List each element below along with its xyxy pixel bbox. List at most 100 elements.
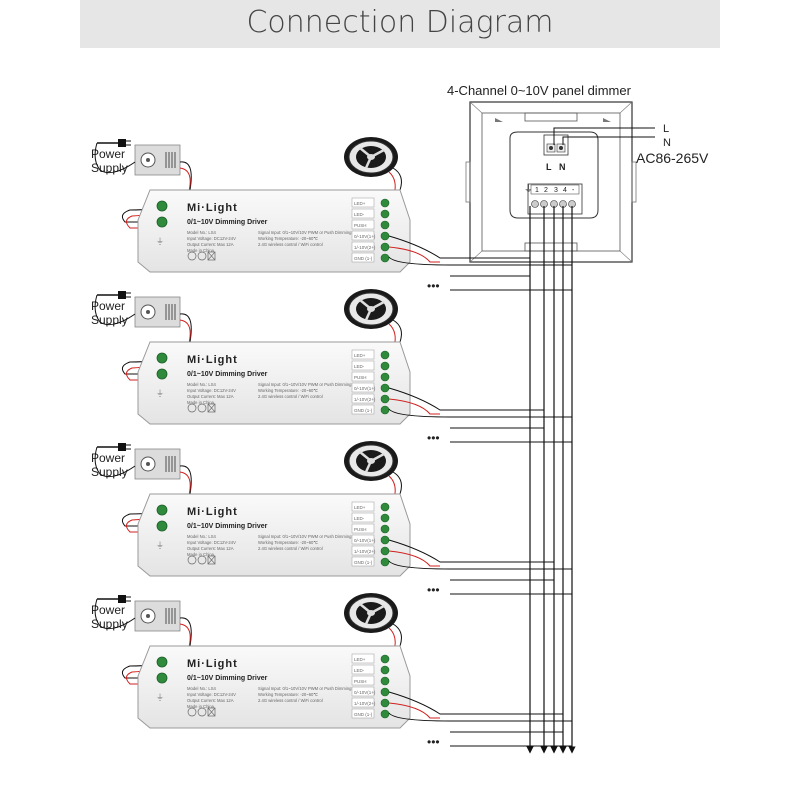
terminal-screw: [380, 231, 390, 241]
driver-spec-right: Working Temperature: -20~60℃: [258, 236, 318, 241]
power-supply-label-line2: Supply: [91, 313, 128, 327]
terminal-screw: [380, 687, 390, 697]
rohs-icon: [197, 555, 207, 565]
driver-model: 0/1~10V Dimming Driver: [187, 675, 268, 682]
driver-spec-right: Signal Input: 0/1~10V/10V PWM or Push Di…: [258, 230, 352, 235]
channel-2-label: 2: [544, 187, 548, 194]
terminal-screw: [380, 209, 390, 219]
terminal-screw: [380, 253, 390, 263]
terminal-screw: [380, 350, 390, 360]
title-bar: Connection Diagram: [80, 0, 720, 48]
voltage-label: AC86-265V: [636, 150, 709, 166]
driver-brand: Mi·Light: [187, 506, 238, 518]
led-strip-reel: [344, 441, 402, 515]
rohs-icon: [197, 403, 207, 413]
terminal-screw: [380, 676, 390, 686]
weee-icon: [207, 555, 216, 565]
driver-terminal-label: PUSH: [354, 527, 367, 532]
power-supply-label-line2: Supply: [91, 617, 128, 631]
ce-mark-icon: [187, 251, 197, 261]
driver-spec-left: Made in China: [187, 248, 215, 253]
ground-icon: ⏚: [524, 184, 533, 194]
power-supply-label-line2: Supply: [91, 465, 128, 479]
terminal-screw: [380, 524, 390, 534]
terminal-n-label: N: [559, 162, 566, 172]
terminal-screw: [380, 383, 390, 393]
driver-brand: Mi·Light: [187, 202, 238, 214]
power-polarity-icon: ⏚: [156, 389, 164, 398]
driver-brand: Mi·Light: [187, 658, 238, 670]
driver-terminal-label: GND (1-): [354, 256, 373, 261]
ce-mark-icon: [187, 707, 197, 717]
driver-brand: Mi·Light: [187, 354, 238, 366]
channel-4-label: 4: [563, 187, 567, 194]
control-wires: [388, 691, 572, 747]
terminal-screw: [380, 557, 390, 567]
panel-screws: [531, 200, 576, 208]
power-supply-label-line1: Power: [91, 299, 125, 313]
driver-terminal-label: GND (1-): [354, 712, 373, 717]
driver-spec-right: 2.4G wireless control / WiFi control: [258, 394, 323, 399]
driver-terminal-label: PUSH: [354, 223, 367, 228]
continuation-dots: •••: [427, 431, 440, 445]
driver-model: 0/1~10V Dimming Driver: [187, 523, 268, 530]
led-strip-reel: [344, 137, 402, 211]
driver-spec-left: Input Voltage: DC12V-24V: [187, 236, 236, 241]
terminal-screw: [380, 654, 390, 664]
control-wires: [388, 235, 572, 291]
driver-spec-left: Output Current: Max 12A: [187, 698, 234, 703]
driver-spec-right: 2.4G wireless control / WiFi control: [258, 242, 323, 247]
diagram-title: Connection Diagram: [246, 5, 554, 40]
power-polarity-icon: ⏚: [156, 693, 164, 702]
driver-spec-left: Made in China: [187, 400, 215, 405]
terminal-screw: [380, 372, 390, 382]
driver-terminal-label: LED-: [354, 516, 365, 521]
driver-terminal-label: 1/-10V(2+): [354, 397, 376, 402]
terminal-screw: [380, 242, 390, 252]
terminal-screw: [380, 198, 390, 208]
driver-terminal-label: PUSH: [354, 679, 367, 684]
driver-model: 0/1~10V Dimming Driver: [187, 219, 268, 226]
driver-model: 0/1~10V Dimming Driver: [187, 371, 268, 378]
driver-terminal-label: GND (1-): [354, 560, 373, 565]
terminal-screw: [380, 535, 390, 545]
driver-terminal-label: LED-: [354, 212, 365, 217]
driver-spec-left: Model No.: LS4: [187, 230, 217, 235]
driver-terminal-label: 0/-10V(1+): [354, 386, 376, 391]
continuation-dots: •••: [427, 735, 440, 749]
control-wires: [388, 387, 572, 443]
driver-terminal-label: GND (1-): [354, 408, 373, 413]
ce-mark-icon: [187, 403, 197, 413]
channel-minus-label: -: [572, 187, 575, 194]
driver-terminal-label: LED+: [354, 353, 366, 358]
power-supply-label-line1: Power: [91, 451, 125, 465]
power-supply-label-line2: Supply: [91, 161, 128, 175]
terminal-screw: [380, 709, 390, 719]
driver-spec-left: Output Current: Max 12A: [187, 242, 234, 247]
control-wires: [388, 539, 572, 595]
terminal-screw: [380, 665, 390, 675]
driver-terminal-label: 1/-10V(2+): [354, 245, 376, 250]
power-polarity-icon: ⏚: [156, 237, 164, 246]
terminal-screw: [380, 513, 390, 523]
line-label: L: [663, 123, 669, 135]
driver-spec-left: Input Voltage: DC12V-24V: [187, 388, 236, 393]
channel-1-label: 1: [535, 187, 539, 194]
weee-icon: [207, 707, 216, 717]
driver-spec-left: Made in China: [187, 552, 215, 557]
led-strip-reel: [344, 289, 402, 363]
driver-terminal-label: 1/-10V(2+): [354, 701, 376, 706]
driver-spec-right: Working Temperature: -20~60℃: [258, 540, 318, 545]
continuation-dots: •••: [427, 583, 440, 597]
panel-dimmer: 4-Channel 0~10V panel dimmer L N ⏚ 1 2 3…: [447, 83, 709, 754]
bus-wires: [526, 206, 576, 754]
weee-icon: [207, 403, 216, 413]
terminal-numbers: ⏚ 1 2 3 4 -: [524, 184, 580, 195]
driver-terminal-label: LED+: [354, 657, 366, 662]
